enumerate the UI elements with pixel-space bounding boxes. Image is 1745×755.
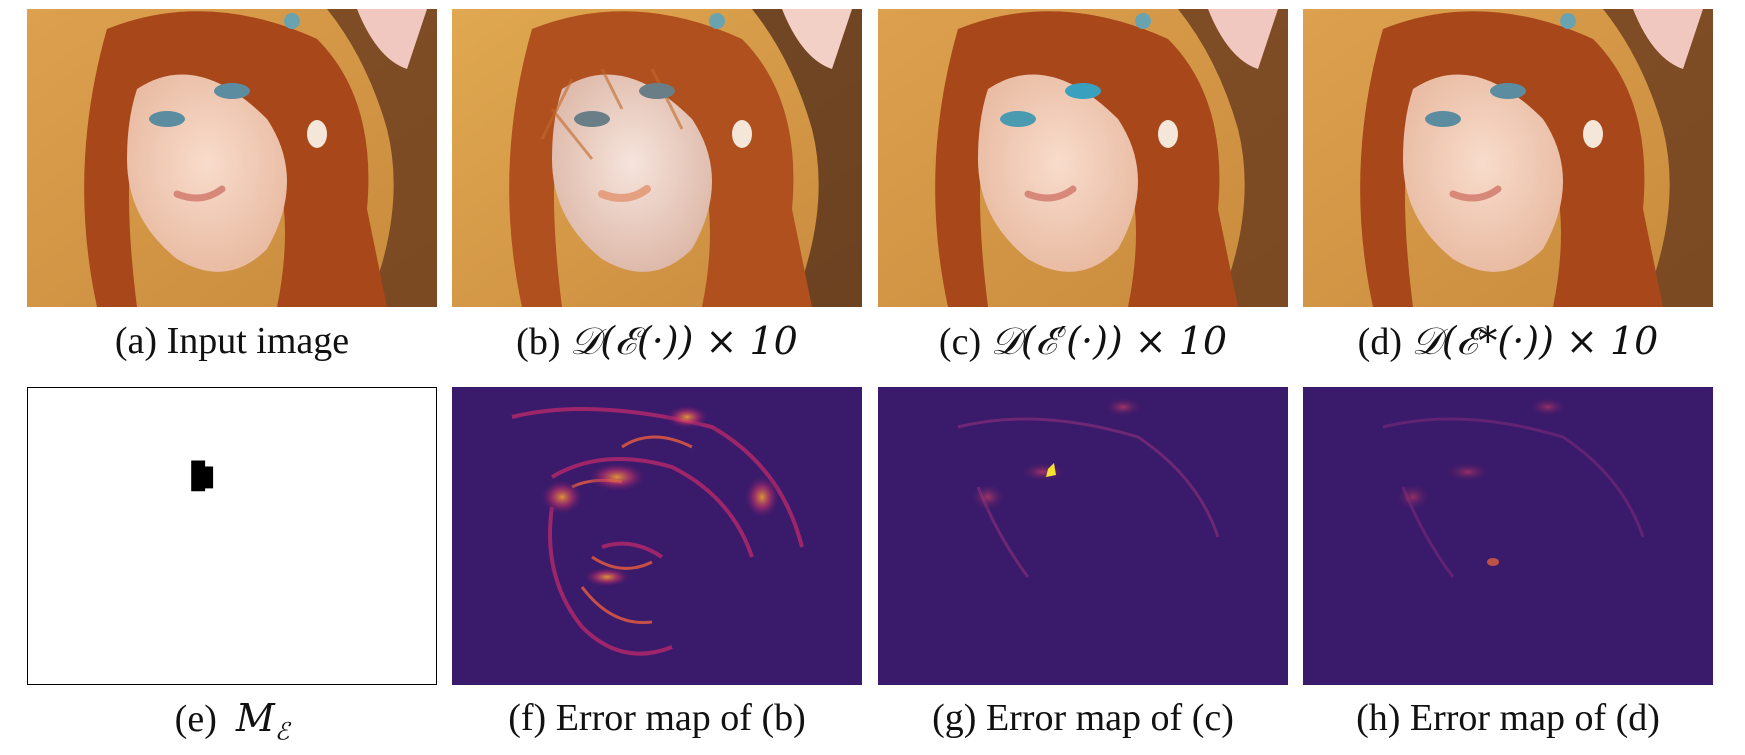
error-hotspot — [1046, 463, 1056, 477]
caption-e: (e) Mℰ — [27, 695, 437, 755]
panel-h-error-map — [1303, 387, 1713, 685]
mask-region — [191, 460, 214, 492]
caption-a-prefix: (a) — [114, 320, 158, 362]
caption-a: (a) Input image — [27, 318, 437, 364]
caption-e-symbol: M — [235, 696, 275, 740]
caption-f-text: Error map of (b) — [555, 697, 806, 739]
caption-d: (d) 𝒟(ℰ*(·)) × 10 — [1303, 318, 1713, 365]
caption-e-prefix: (e) — [174, 698, 217, 740]
caption-g-prefix: (g) — [932, 697, 977, 739]
caption-d-prefix: (d) — [1357, 321, 1402, 363]
caption-f: (f) Error map of (b) — [452, 695, 862, 741]
caption-g: (g) Error map of (c) — [878, 695, 1288, 741]
caption-h-text: Error map of (d) — [1409, 697, 1660, 739]
caption-c-formula: 𝒟(ℰ′(·)) × 10 — [990, 319, 1228, 363]
panel-g-error-map — [878, 387, 1288, 685]
caption-c: (c) 𝒟(ℰ′(·)) × 10 — [878, 318, 1288, 365]
panel-b-decoded-artifacts — [452, 9, 862, 307]
panel-c-decoded-clean — [878, 9, 1288, 307]
caption-b-formula: 𝒟(ℰ(·)) × 10 — [569, 319, 798, 363]
caption-b-prefix: (b) — [516, 321, 561, 363]
panel-e-mask — [27, 387, 437, 685]
caption-c-prefix: (c) — [938, 321, 982, 363]
caption-b: (b) 𝒟(ℰ(·)) × 10 — [452, 318, 862, 365]
caption-h-prefix: (h) — [1356, 697, 1401, 739]
caption-g-text: Error map of (c) — [985, 697, 1234, 739]
panel-f-error-map — [452, 387, 862, 685]
caption-a-text: Input image — [166, 320, 350, 362]
panel-a-input-image — [27, 9, 437, 307]
caption-e-subscript: ℰ — [274, 717, 290, 746]
caption-h: (h) Error map of (d) — [1303, 695, 1713, 741]
caption-d-formula: 𝒟(ℰ*(·)) × 10 — [1411, 319, 1659, 363]
caption-f-prefix: (f) — [508, 697, 547, 739]
panel-d-decoded-clean — [1303, 9, 1713, 307]
